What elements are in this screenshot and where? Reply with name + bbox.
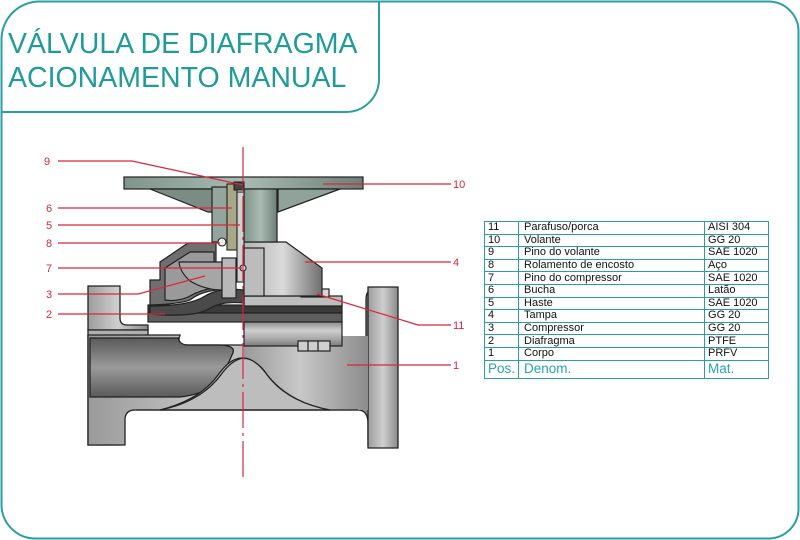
pos-cell: 7 bbox=[483, 271, 520, 285]
material-cell: SAE 1020 bbox=[704, 271, 770, 285]
callout-7: 7 bbox=[46, 263, 52, 275]
material-cell: GG 20 bbox=[704, 321, 770, 336]
callout-9: 9 bbox=[44, 156, 50, 168]
callout-5: 5 bbox=[46, 220, 52, 232]
material-cell: AISI 304 bbox=[704, 221, 770, 235]
pos-cell: 5 bbox=[483, 296, 520, 311]
pos-cell: 8 bbox=[483, 258, 520, 273]
callout-10: 10 bbox=[453, 179, 465, 191]
denom-cell: Parafuso/porca bbox=[518, 221, 706, 235]
leader-11 bbox=[316, 293, 451, 326]
material-cell: SAE 1020 bbox=[704, 246, 770, 260]
title-line-1: VÁLVULA DE DIAFRAGMA bbox=[8, 28, 358, 60]
leader-3 bbox=[58, 275, 206, 295]
header-denom: Denom. bbox=[518, 359, 706, 379]
pos-cell: 1 bbox=[483, 346, 520, 361]
callout-3: 3 bbox=[46, 289, 52, 301]
material-cell: Aço bbox=[704, 258, 770, 273]
pos-cell: 9 bbox=[483, 246, 520, 260]
callout-labels: 9 6 5 8 7 3 2 10 4 11 1 bbox=[44, 156, 465, 372]
pos-cell: 11 bbox=[483, 221, 520, 235]
pos-cell: 3 bbox=[483, 321, 520, 336]
material-cell: GG 20 bbox=[704, 233, 770, 248]
denom-cell: Pino do compressor bbox=[518, 271, 706, 285]
leader-lines bbox=[58, 160, 451, 366]
callout-2: 2 bbox=[46, 309, 52, 321]
denom-cell: Corpo bbox=[518, 346, 706, 361]
handwheel bbox=[123, 176, 364, 243]
denom-cell: Volante bbox=[518, 233, 706, 248]
diaphragm-and-bonnet-flange bbox=[147, 284, 343, 352]
header-pos: Pos. bbox=[483, 359, 520, 379]
pos-cell: 4 bbox=[483, 309, 520, 323]
callout-6: 6 bbox=[46, 203, 52, 215]
material-cell: PRFV bbox=[704, 346, 770, 361]
callout-11: 11 bbox=[453, 320, 464, 332]
pos-cell: 6 bbox=[483, 283, 520, 298]
denom-cell: Tampa bbox=[518, 309, 706, 323]
material-cell: PTFE bbox=[704, 334, 770, 348]
table-header-row: Pos.Denom.Mat. bbox=[483, 359, 770, 379]
callout-1: 1 bbox=[453, 360, 459, 372]
material-cell: Latão bbox=[704, 283, 770, 298]
denom-cell: Haste bbox=[518, 296, 706, 311]
header-mat: Mat. bbox=[704, 359, 770, 379]
denom-cell: Diafragma bbox=[518, 334, 706, 348]
pos-cell: 2 bbox=[483, 334, 520, 348]
title-line-2: ACIONAMENTO MANUAL bbox=[8, 62, 347, 94]
denom-cell: Rolamento de encosto bbox=[518, 258, 706, 273]
title-box-border bbox=[1, 1, 380, 113]
denom-cell: Compressor bbox=[518, 321, 706, 336]
pos-cell: 10 bbox=[483, 233, 520, 248]
callout-8: 8 bbox=[46, 238, 52, 250]
material-cell: GG 20 bbox=[704, 309, 770, 323]
denom-cell: Pino do volante bbox=[518, 246, 706, 260]
valve-body bbox=[87, 285, 399, 449]
leader-9 bbox=[58, 160, 244, 186]
denom-cell: Bucha bbox=[518, 283, 706, 298]
material-cell: SAE 1020 bbox=[704, 296, 770, 311]
callout-4: 4 bbox=[453, 257, 459, 269]
